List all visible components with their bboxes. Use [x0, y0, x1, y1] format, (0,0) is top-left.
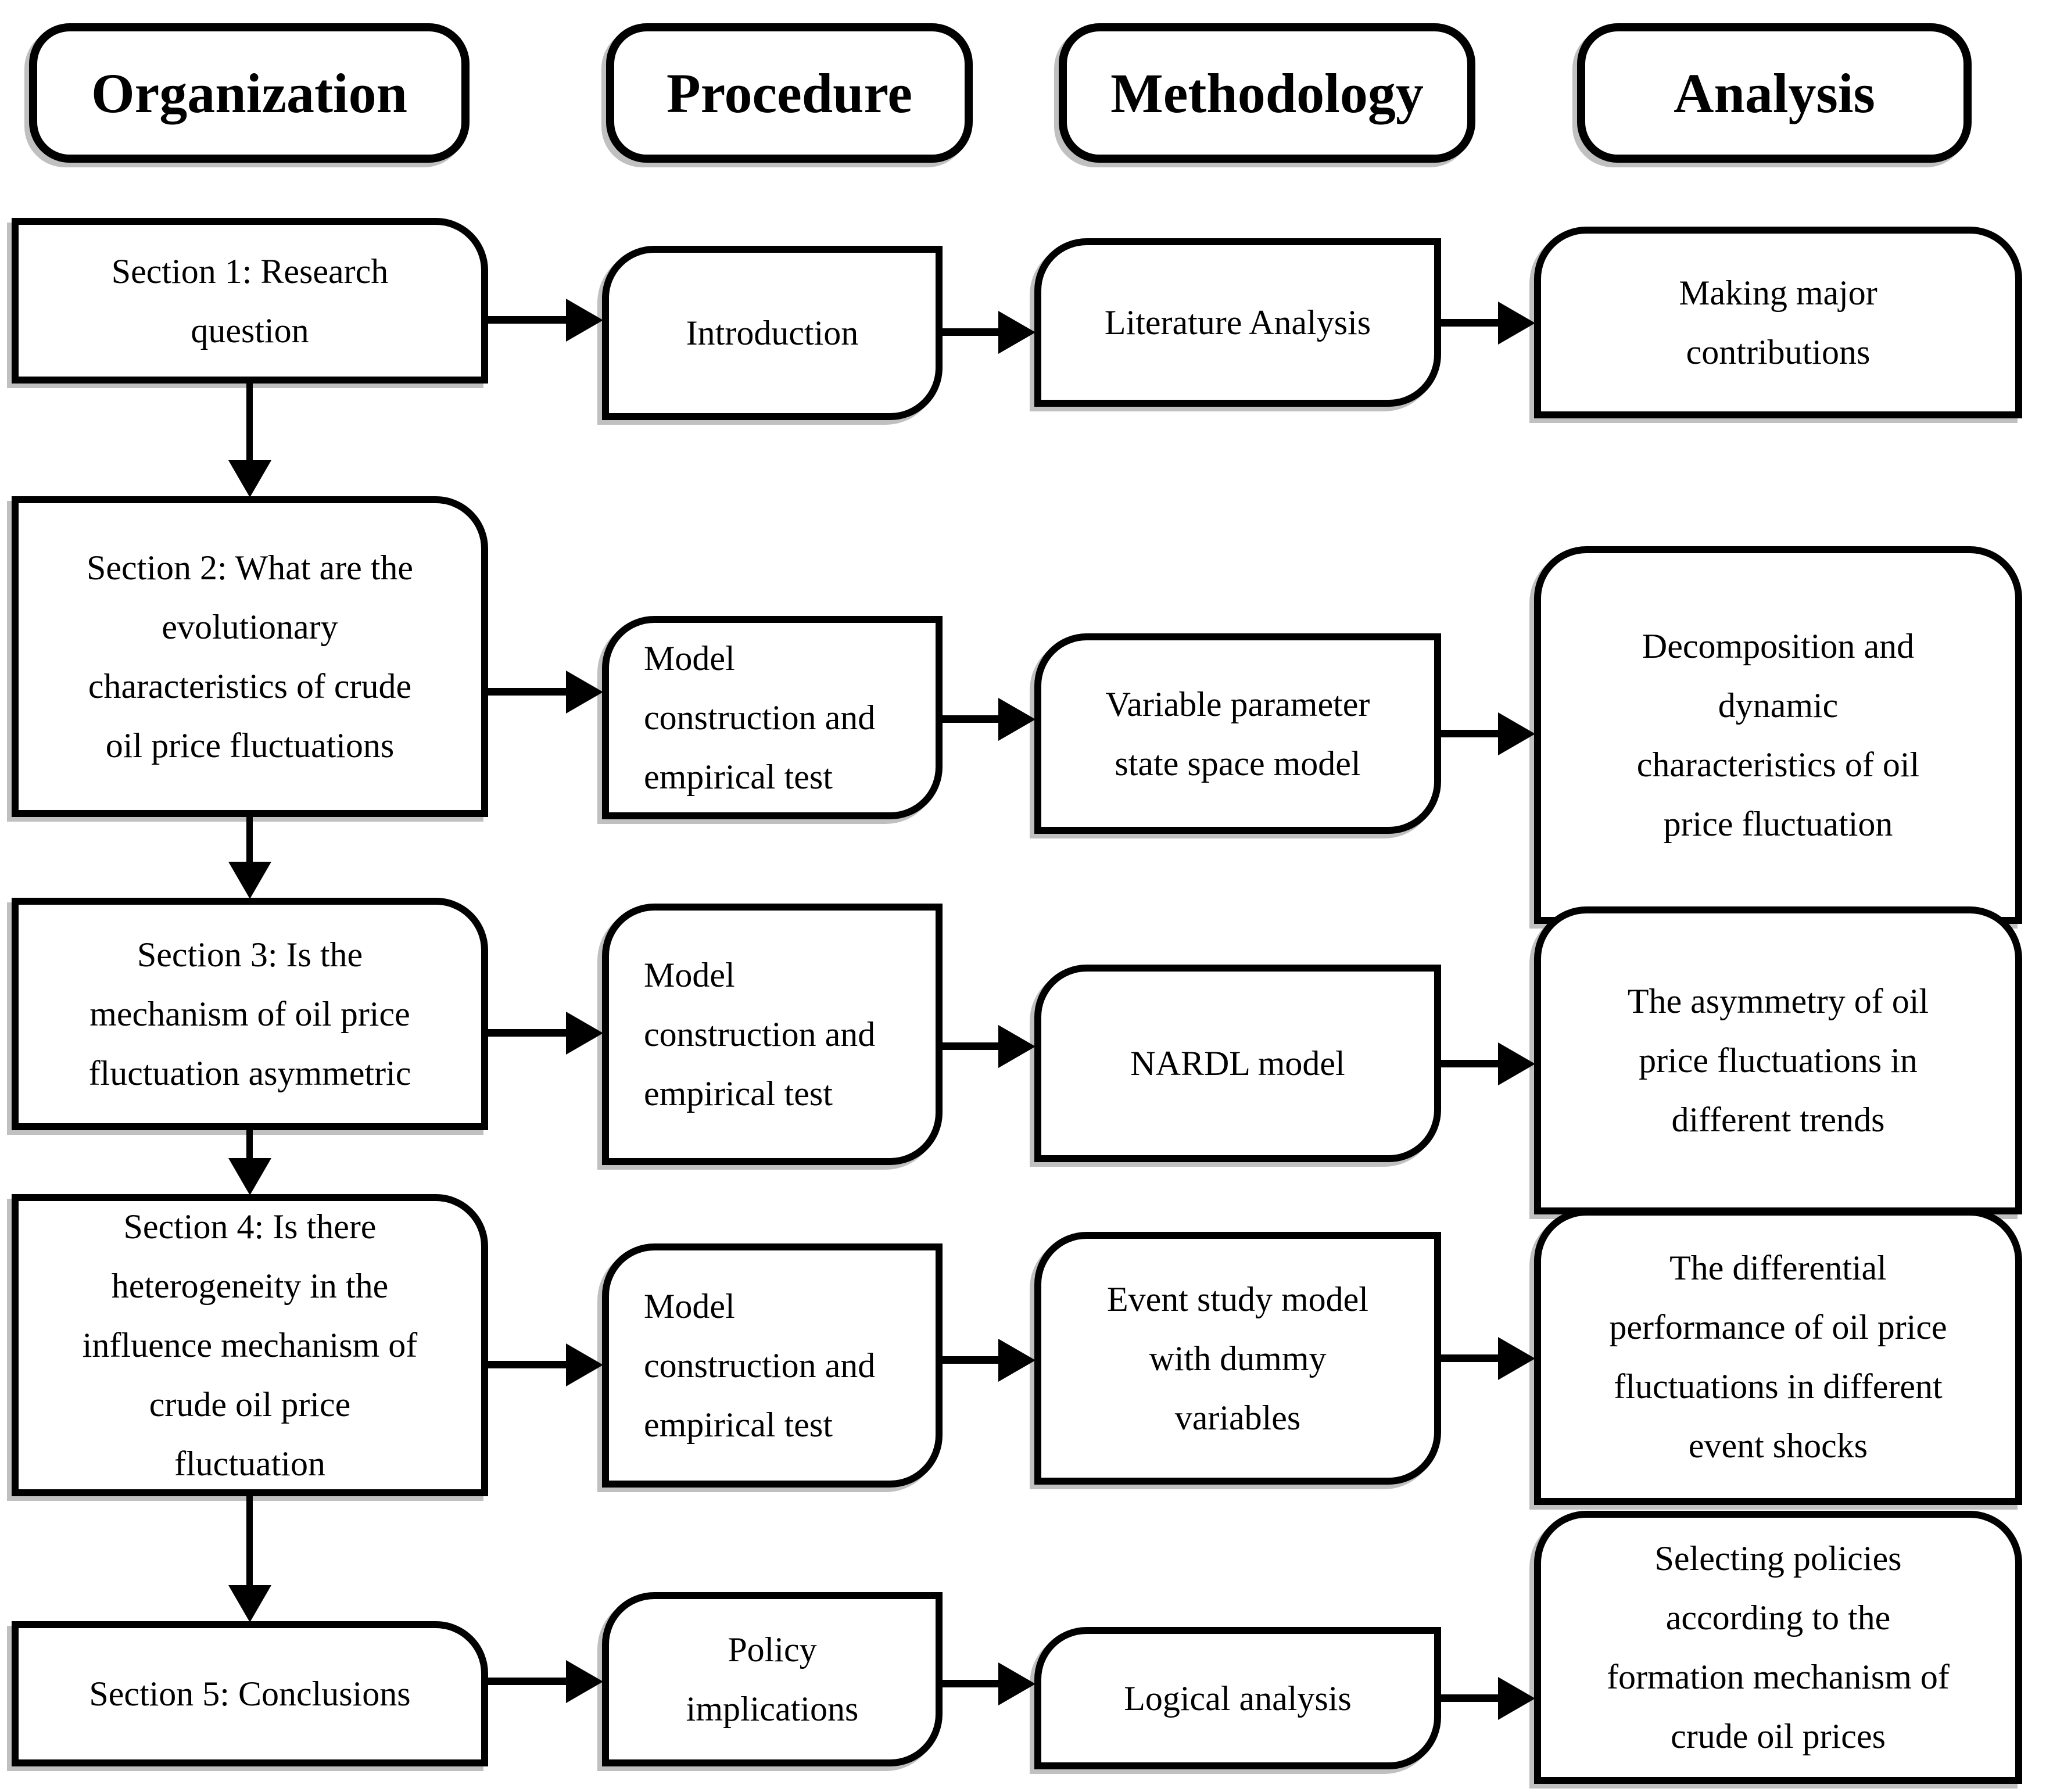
- arrow-down-section2-section3: [228, 817, 271, 899]
- box-making-contributions: Making major contributions: [1534, 227, 2022, 418]
- arrow-right-literature-contributions: [1441, 301, 1535, 345]
- box-introduction: Introduction: [602, 246, 943, 420]
- arrow-right-model-variable-parameter: [943, 697, 1035, 741]
- arrow-down-section3-section4: [228, 1130, 271, 1195]
- arrow-right-section1-introduction: [488, 298, 603, 342]
- header-analysis: Analysis: [1577, 23, 1972, 163]
- box-differential-performance: The differential performance of oil pric…: [1534, 1209, 2022, 1505]
- header-organization: Organization: [29, 23, 470, 163]
- box-model-construction-row2: Model construction and empirical test: [602, 616, 943, 819]
- arrow-right-variable-decomposition: [1441, 712, 1535, 755]
- box-variable-parameter-model: Variable parameter state space model: [1034, 633, 1441, 834]
- arrow-right-nardl-asymmetry: [1441, 1042, 1535, 1085]
- box-section-4: Section 4: Is there heterogeneity in the…: [12, 1194, 488, 1496]
- header-procedure: Procedure: [606, 23, 973, 163]
- arrow-right-section3-model: [488, 1011, 603, 1055]
- arrow-right-section4-model: [488, 1343, 603, 1386]
- box-section-3: Section 3: Is the mechanism of oil price…: [12, 898, 488, 1130]
- box-literature-analysis: Literature Analysis: [1034, 238, 1441, 407]
- box-policy-implications: Policy implications: [602, 1592, 943, 1766]
- box-section-5: Section 5: Conclusions: [12, 1621, 488, 1766]
- arrow-down-section4-section5: [228, 1496, 271, 1622]
- header-methodology: Methodology: [1059, 23, 1475, 163]
- box-model-construction-row4: Model construction and empirical test: [602, 1243, 943, 1488]
- box-asymmetry-trends: The asymmetry of oil price fluctuations …: [1534, 906, 2022, 1214]
- arrow-right-introduction-literature: [943, 310, 1035, 354]
- arrow-right-model-nardl: [943, 1024, 1035, 1068]
- box-decomposition-characteristics: Decomposition and dynamic characteristic…: [1534, 546, 2022, 924]
- arrow-right-section2-model: [488, 670, 603, 714]
- arrow-right-policy-logical: [943, 1662, 1035, 1705]
- arrow-right-logical-selecting: [1441, 1676, 1535, 1720]
- arrow-right-section5-policy: [488, 1660, 603, 1703]
- box-section-2: Section 2: What are the evolutionary cha…: [12, 496, 488, 817]
- box-selecting-policies: Selecting policies according to the form…: [1534, 1511, 2022, 1784]
- box-logical-analysis: Logical analysis: [1034, 1627, 1441, 1769]
- arrow-right-model-event-study: [943, 1338, 1035, 1382]
- box-event-study-model: Event study model with dummy variables: [1034, 1232, 1441, 1485]
- arrow-down-section1-section2: [228, 384, 271, 497]
- arrow-right-event-differential: [1441, 1336, 1535, 1380]
- box-section-1: Section 1: Research question: [12, 218, 488, 384]
- box-model-construction-row3: Model construction and empirical test: [602, 904, 943, 1165]
- box-nardl-model: NARDL model: [1034, 965, 1441, 1162]
